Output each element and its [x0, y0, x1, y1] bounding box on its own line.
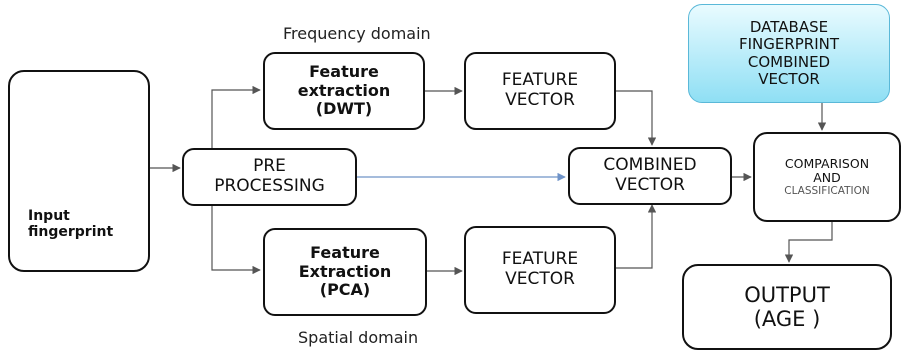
feature-vector-top-line2: VECTOR [505, 90, 575, 110]
comparison-classification-box: COMPARISON AND CLASSIFICATION [753, 132, 901, 222]
comparison-line2: AND [813, 169, 841, 185]
combined-vector-line2: VECTOR [615, 175, 685, 195]
pca-line3: (PCA) [319, 280, 371, 300]
arrow-feature-vector-top-to-combined [616, 90, 657, 146]
comparison-line3: CLASSIFICATION [784, 185, 870, 198]
input-fingerprint-box: Input fingerprint [8, 70, 150, 272]
comparison-line1: COMPARISON [784, 155, 870, 171]
input-label-line2: fingerprint [28, 223, 114, 240]
feature-vector-bottom-box: FEATURE VECTOR [464, 226, 616, 314]
combined-vector-box: COMBINED VECTOR [568, 147, 732, 205]
preprocessing-box: PRE PROCESSING [182, 148, 357, 206]
feature-extraction-pca-box: Feature Extraction (PCA) [263, 228, 427, 316]
output-line1: OUTPUT [744, 282, 830, 307]
feature-vector-top-line1: FEATURE [501, 70, 579, 91]
output-line2: (AGE ) [753, 307, 821, 331]
dwt-line2: extraction [297, 80, 391, 100]
feature-vector-top-box: FEATURE VECTOR [464, 52, 616, 130]
arrow-comparison-to-output [784, 222, 833, 263]
feature-vector-bottom-line2: VECTOR [505, 269, 575, 289]
arrow-preprocessing-to-dwt [211, 85, 261, 150]
input-label-line1: Input [28, 207, 70, 224]
feature-vector-bottom-line1: FEATURE [501, 249, 579, 270]
frequency-domain-label: Frequency domain [283, 24, 431, 43]
database-line1: DATABASE [749, 18, 829, 36]
preprocessing-line1: PRE [253, 156, 286, 177]
preprocessing-line2: PROCESSING [214, 176, 325, 196]
database-line2: FINGERPRINT [738, 35, 840, 54]
database-line4: VECTOR [758, 69, 820, 88]
combined-vector-line1: COMBINED [603, 155, 697, 176]
output-age-box: OUTPUT (AGE ) [682, 264, 892, 350]
pca-line1: Feature [310, 243, 380, 263]
dwt-line1: Feature [309, 62, 379, 82]
feature-extraction-dwt-box: Feature extraction (DWT) [263, 52, 425, 130]
database-fingerprint-box: DATABASE FINGERPRINT COMBINED VECTOR [688, 4, 890, 103]
spatial-domain-label: Spatial domain [298, 328, 419, 347]
arrow-preprocessing-to-pca [211, 205, 261, 275]
database-line3: COMBINED [747, 52, 831, 71]
arrow-feature-vector-bottom-to-combined [616, 204, 657, 269]
pca-line2: Extraction [298, 261, 392, 281]
dwt-line3: (DWT) [315, 99, 373, 119]
